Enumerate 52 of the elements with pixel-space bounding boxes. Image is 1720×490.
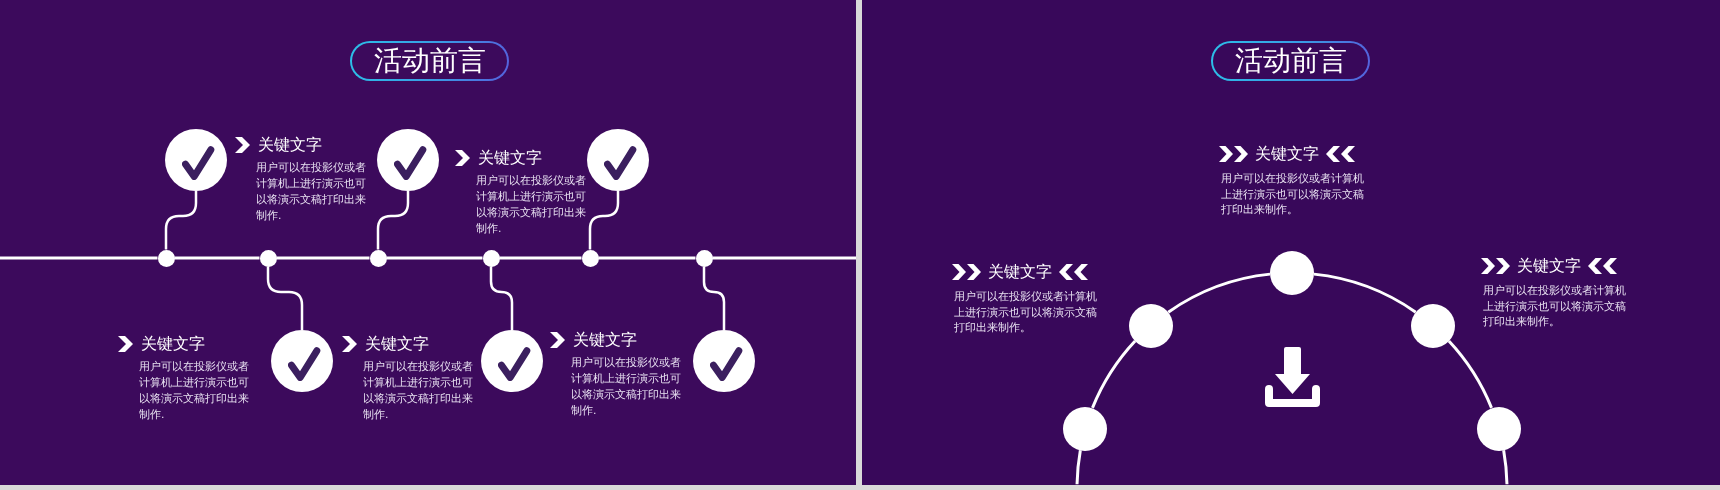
slide-title: 活动前言 [373, 45, 486, 77]
timeline-dot [369, 249, 387, 267]
timeline-dot [157, 249, 175, 267]
arc-circle [1476, 406, 1521, 451]
connector-line [489, 266, 514, 330]
title-pill [350, 41, 509, 81]
timeline-line [386, 256, 483, 260]
timeline-line [712, 256, 856, 260]
item-description: 用户可以在投影仪或者计算机上进行演示也可以将演示文稿打印出来制作. [256, 160, 366, 224]
timeline-line [174, 256, 260, 260]
timeline-line [499, 256, 582, 260]
timeline-dot [581, 249, 599, 267]
connector-line [588, 191, 620, 250]
item-description: 用户可以在投影仪或者计算机上进行演示也可以将演示文稿打印出来制作. [476, 173, 586, 237]
item-heading: 关键文字 [988, 262, 1052, 282]
item-heading: 关键文字 [1255, 144, 1319, 164]
connector-line [702, 266, 726, 330]
item-heading: 关键文字 [478, 148, 542, 168]
item-heading: 关键文字 [258, 135, 322, 155]
arc-line [1313, 272, 1417, 314]
arc-line [1091, 340, 1137, 409]
item-description: 用户可以在投影仪或者计算机上进行演示也可以将演示文稿打印出来制作。 [1483, 283, 1627, 330]
connector-line [266, 266, 304, 330]
item-heading: 关键文字 [365, 334, 429, 354]
arc-line [1447, 340, 1493, 409]
connector-line [376, 191, 410, 250]
timeline-dot [695, 249, 713, 267]
connector-line [164, 191, 198, 250]
timeline-dot [259, 249, 277, 267]
slide-panel [862, 0, 1720, 485]
slide-panel [0, 0, 856, 485]
item-description: 用户可以在投影仪或者计算机上进行演示也可以将演示文稿打印出来制作。 [954, 289, 1098, 336]
item-heading: 关键文字 [573, 330, 637, 350]
arc-circle [1063, 406, 1108, 451]
arc-circle [1128, 303, 1173, 348]
item-description: 用户可以在投影仪或者计算机上进行演示也可以将演示文稿打印出来制作. [363, 359, 473, 423]
timeline-dot [482, 249, 500, 267]
item-description: 用户可以在投影仪或者计算机上进行演示也可以将演示文稿打印出来制作. [139, 359, 249, 423]
item-heading: 关键文字 [1517, 256, 1581, 276]
arc-circle [1411, 303, 1456, 348]
item-heading: 关键文字 [141, 334, 205, 354]
timeline-line [276, 256, 370, 260]
arc-line [1502, 449, 1509, 485]
title-pill [1211, 41, 1370, 81]
arc-line [1075, 449, 1082, 485]
item-description: 用户可以在投影仪或者计算机上进行演示也可以将演示文稿打印出来制作. [571, 355, 681, 419]
arc-line [1167, 272, 1271, 314]
arc-circle [1270, 251, 1314, 295]
item-description: 用户可以在投影仪或者计算机上进行演示也可以将演示文稿打印出来制作。 [1221, 171, 1365, 218]
timeline-line [0, 256, 158, 260]
slide-title: 活动前言 [1234, 45, 1347, 77]
timeline-line [598, 256, 696, 260]
